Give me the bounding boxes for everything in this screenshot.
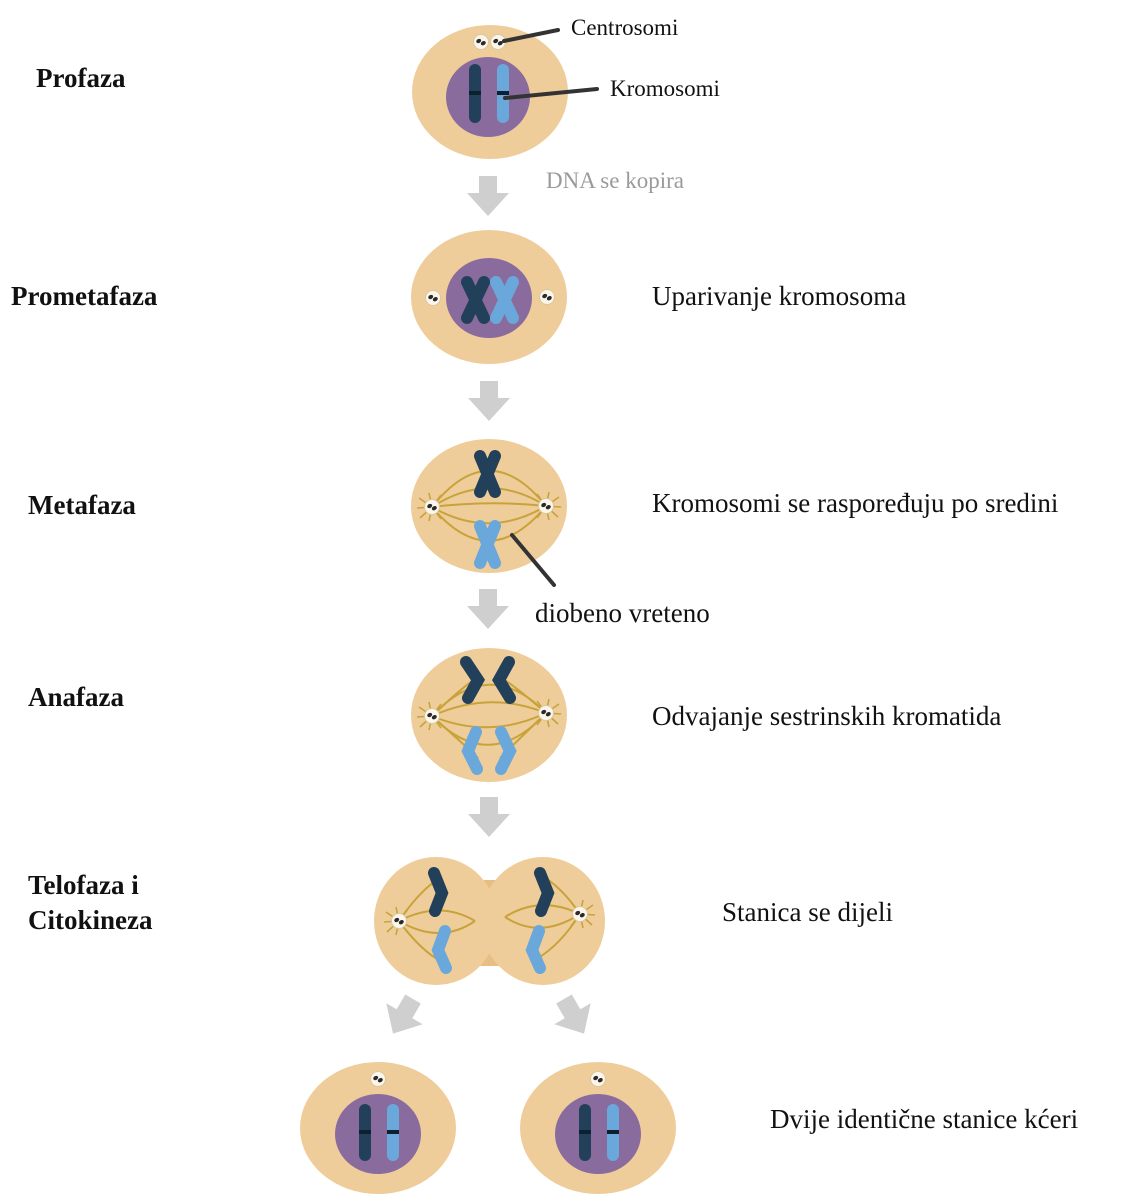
centrosome-icon (474, 35, 489, 50)
description-daughters: Dvije identične stanice kćeri (770, 1104, 1078, 1134)
centrosome-icon (539, 706, 554, 721)
down-arrow-icon (468, 797, 510, 837)
callout-spindle: diobeno vreteno (535, 598, 710, 628)
down-right-arrow-icon (546, 989, 602, 1045)
daughter-cell-right (520, 1062, 676, 1194)
centrosome-icon (539, 499, 554, 514)
chromosome-light (480, 526, 495, 563)
nucleus (335, 1094, 421, 1174)
cell-prometaphase (411, 230, 567, 364)
phase-label-prometaphase: Prometafaza (11, 281, 158, 311)
centrosome-icon (425, 500, 440, 515)
centrosome-icon (426, 291, 441, 306)
cell-anaphase (411, 648, 567, 782)
phase-label-prophase: Profaza (36, 63, 126, 93)
cell-metaphase (411, 439, 567, 573)
centrosome-icon (540, 290, 555, 305)
down-arrow-icon (467, 589, 509, 629)
chromosome-dark (540, 873, 548, 911)
centrosome-icon (573, 907, 588, 922)
description-metaphase: Kromosomi se raspoređuju po sredini (652, 488, 1058, 518)
phase-label-anaphase: Anafaza (28, 682, 124, 712)
phase-label-metaphase: Metafaza (28, 490, 136, 520)
chromosome-light (496, 282, 513, 318)
callout-chromosomes: Kromosomi (610, 76, 720, 101)
transition-note: DNA se kopira (546, 168, 684, 193)
down-arrow-icon (468, 381, 510, 421)
description-anaphase: Odvajanje sestrinskih kromatida (652, 701, 1001, 731)
nucleus (555, 1094, 641, 1174)
down-left-arrow-icon (375, 989, 431, 1045)
callout-centrosomes: Centrosomi (571, 15, 678, 40)
centrosome-icon (591, 1072, 606, 1087)
phase-label-telophase-line1: Telofaza i (28, 870, 139, 900)
cell-telophase (374, 857, 605, 985)
phase-label-telophase-line2: Citokineza (28, 905, 153, 935)
description-prometaphase: Uparivanje kromosoma (652, 281, 906, 311)
centrosome-icon (425, 709, 440, 724)
nucleus (446, 258, 532, 338)
chromosome-dark (434, 873, 442, 911)
chromosome-dark (467, 282, 484, 318)
down-arrow-icon (467, 176, 509, 216)
centrosome-icon (371, 1072, 386, 1087)
daughter-cell-left (300, 1062, 456, 1194)
chromosome-dark (480, 456, 495, 492)
centrosome-icon (392, 914, 407, 929)
cell-prophase (412, 25, 568, 159)
description-telophase: Stanica se dijeli (722, 897, 893, 927)
